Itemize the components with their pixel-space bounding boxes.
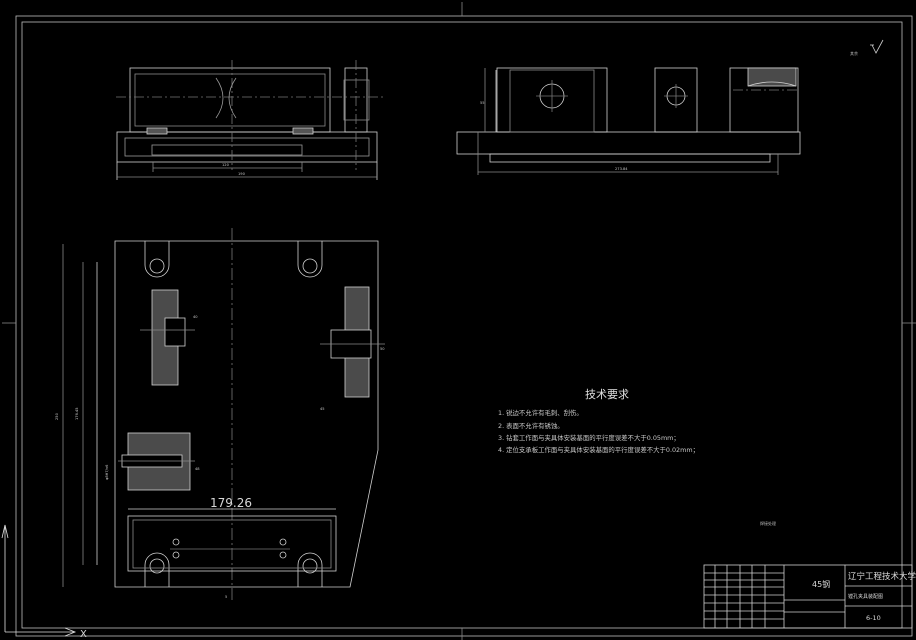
requirement-1: 1. 锐边不允许有毛刺、刮伤。	[498, 408, 583, 417]
front-view: 120 190	[116, 60, 385, 180]
title-block[interactable]: 45钢 辽宁工程技术大学 镗孔夹具装配图 6-10	[703, 564, 916, 629]
slot-top-left	[144, 241, 170, 278]
svg-text:273.84: 273.84	[615, 167, 628, 171]
svg-text:179.26: 179.26	[210, 496, 252, 510]
title-block-sheet-no: 6-10	[866, 614, 881, 622]
title-block-school: 辽宁工程技术大学	[848, 571, 916, 582]
svg-text:250: 250	[55, 412, 59, 420]
svg-text:45: 45	[320, 407, 325, 411]
ucs-icon: X	[1, 524, 87, 640]
top-view: 179.26 250 176.45 45 50 40 48 5 φ8H7/n6	[55, 228, 385, 600]
requirement-4: 4. 定位支承板工作面与夹具体安装基面的平行度误差不大于0.02mm；	[498, 445, 699, 454]
svg-text:190: 190	[238, 172, 246, 176]
technical-requirements: 技术要求 1. 锐边不允许有毛刺、刮伤。 2. 表面不允许有锈蚀。 3. 钻套工…	[498, 388, 699, 454]
svg-text:55: 55	[480, 101, 485, 105]
svg-text:120: 120	[222, 163, 230, 167]
title-block-material: 45钢	[812, 579, 830, 589]
svg-text:48: 48	[195, 467, 200, 471]
pocket-lower-left	[118, 432, 195, 491]
side-view: 273.84 55	[456, 67, 801, 175]
svg-text:φ8H7/n6: φ8H7/n6	[105, 464, 109, 480]
svg-text:其余: 其余	[850, 50, 858, 56]
slot-bottom-left	[144, 552, 170, 587]
requirements-title: 技术要求	[585, 388, 629, 401]
pocket-upper-left	[140, 289, 195, 386]
ucs-x-label: X	[80, 629, 87, 640]
bottom-plate	[127, 515, 337, 572]
roughness-symbol: 其余	[850, 39, 884, 56]
slot-bottom-right	[297, 552, 323, 587]
pocket-upper-right	[320, 286, 385, 398]
svg-text:5: 5	[225, 595, 227, 599]
slot-top-right	[297, 241, 323, 278]
svg-text:50: 50	[380, 347, 385, 351]
weld-note: 焊接处理	[760, 520, 776, 526]
requirement-2: 2. 表面不允许有锈蚀。	[498, 421, 564, 430]
requirement-3: 3. 钻套工作面与夹具体安装基面的平行度误差不大于0.05mm；	[498, 433, 680, 442]
title-block-drawing-name: 镗孔夹具装配图	[848, 593, 883, 600]
svg-text:40: 40	[193, 315, 198, 319]
svg-text:176.45: 176.45	[75, 407, 79, 420]
